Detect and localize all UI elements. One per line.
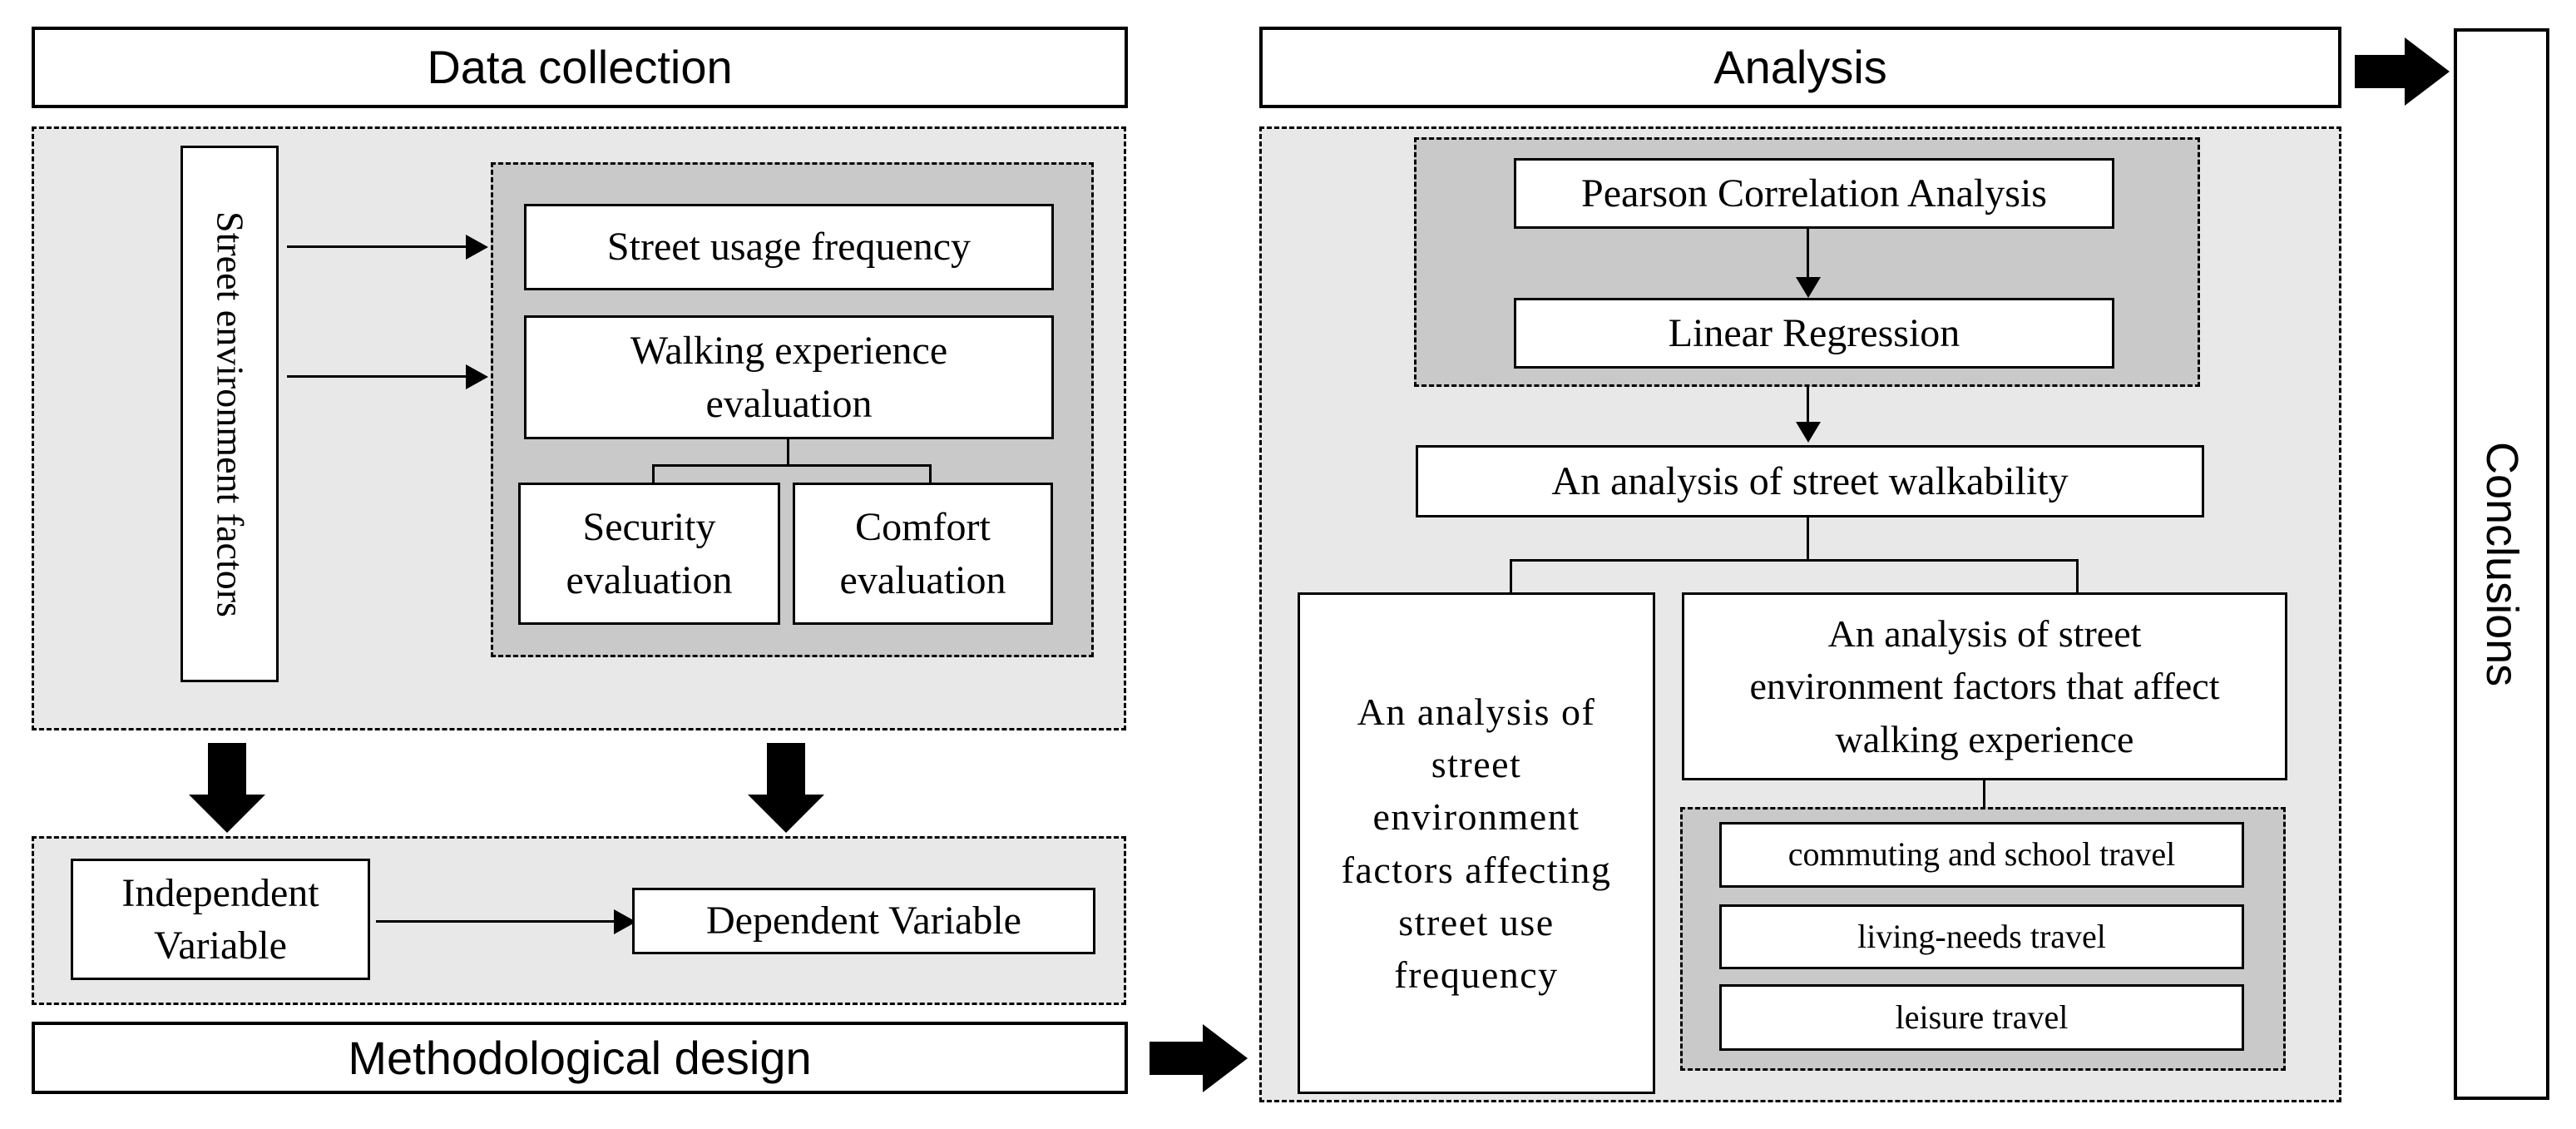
arrow-inner-to-walkability-head-icon (1796, 422, 1821, 443)
comfort-evaluation-label: Comfort evaluation (839, 505, 1006, 602)
linear-regression-label: Linear Regression (1668, 310, 1960, 355)
experience-analysis-branch-label: An analysis of street environment factor… (1749, 612, 2220, 760)
dependent-variable-label: Dependent Variable (706, 899, 1021, 943)
tree2-bar (1510, 559, 2079, 562)
comfort-evaluation-box: Comfort evaluation (793, 483, 1053, 625)
tree1-bar (652, 464, 932, 467)
data-collection-title: Data collection (427, 41, 733, 94)
tree2-stub-left (1510, 559, 1512, 594)
methodological-design-header: Methodological design (32, 1022, 1128, 1094)
fat-arrow-right-bottom-shaft (1150, 1042, 1203, 1075)
street-walkability-label: An analysis of street walkability (1551, 458, 2069, 503)
street-usage-frequency-label: Street usage frequency (606, 225, 972, 270)
arrow-pearson-to-linear-line (1807, 229, 1809, 280)
street-environment-factors-box: Street environment factors (180, 146, 279, 682)
tree1-stub-right (929, 464, 932, 484)
street-walkability-box: An analysis of street walkability (1416, 445, 2204, 517)
travel-type-leisure-label: leisure travel (1895, 998, 2069, 1036)
conclusions-label: Conclusions (2477, 441, 2528, 687)
arrow-env-to-walking-line (287, 375, 468, 378)
fat-arrow-down-left-shaft (208, 743, 246, 795)
fat-arrow-down-right-shaft (767, 743, 805, 795)
experience-analysis-branch-box: An analysis of street environment factor… (1682, 592, 2287, 780)
tree1-stem (787, 439, 789, 466)
travel-type-leisure-box: leisure travel (1719, 984, 2244, 1051)
dependent-variable-box: Dependent Variable (632, 888, 1095, 954)
independent-variable-box: Independent Variable (71, 859, 370, 980)
independent-variable-label: Independent Variable (121, 870, 319, 968)
tree2-stem (1807, 517, 1809, 562)
frequency-analysis-branch-box: An analysis of street environment factor… (1298, 592, 1655, 1094)
linear-regression-box: Linear Regression (1514, 298, 2114, 369)
arrow-env-to-usage-head-icon (466, 235, 488, 260)
data-collection-header: Data collection (32, 27, 1128, 108)
travel-type-living-label: living-needs travel (1857, 917, 2106, 955)
fat-arrow-right-bottom-icon (1203, 1024, 1248, 1092)
arrow-pearson-to-linear-head-icon (1796, 277, 1821, 298)
methodological-design-title: Methodological design (348, 1031, 812, 1084)
security-evaluation-label: Security evaluation (566, 505, 733, 602)
pearson-correlation-label: Pearson Correlation Analysis (1581, 171, 2047, 215)
tree2-stub-right (2076, 559, 2079, 594)
frequency-analysis-branch-label: An analysis of street environment factor… (1341, 691, 1612, 996)
fat-arrow-down-right-icon (748, 795, 824, 833)
arrow-inner-to-walkability-line (1807, 387, 1809, 424)
security-evaluation-box: Security evaluation (518, 483, 780, 625)
fat-arrow-right-top-shaft (2355, 55, 2405, 88)
analysis-header: Analysis (1259, 27, 2341, 108)
analysis-title: Analysis (1713, 41, 1887, 94)
fat-arrow-down-left-icon (189, 795, 265, 833)
walking-experience-label: Walking experience evaluation (630, 329, 948, 426)
stub-branch-to-travel (1983, 780, 1985, 809)
travel-type-commuting-box: commuting and school travel (1719, 822, 2244, 888)
walking-experience-box: Walking experience evaluation (524, 315, 1054, 439)
tree1-stub-left (652, 464, 655, 484)
arrow-env-to-walking-head-icon (466, 364, 488, 389)
conclusions-box: Conclusions (2454, 28, 2549, 1100)
street-environment-factors-label: Street environment factors (209, 210, 252, 617)
arrow-env-to-usage-line (287, 245, 468, 248)
street-usage-frequency-box: Street usage frequency (524, 204, 1054, 290)
pearson-correlation-box: Pearson Correlation Analysis (1514, 158, 2114, 229)
arrow-indep-to-dep-line (376, 920, 617, 923)
travel-type-living-box: living-needs travel (1719, 904, 2244, 969)
fat-arrow-right-top-icon (2405, 37, 2450, 106)
travel-type-commuting-label: commuting and school travel (1787, 835, 2176, 874)
